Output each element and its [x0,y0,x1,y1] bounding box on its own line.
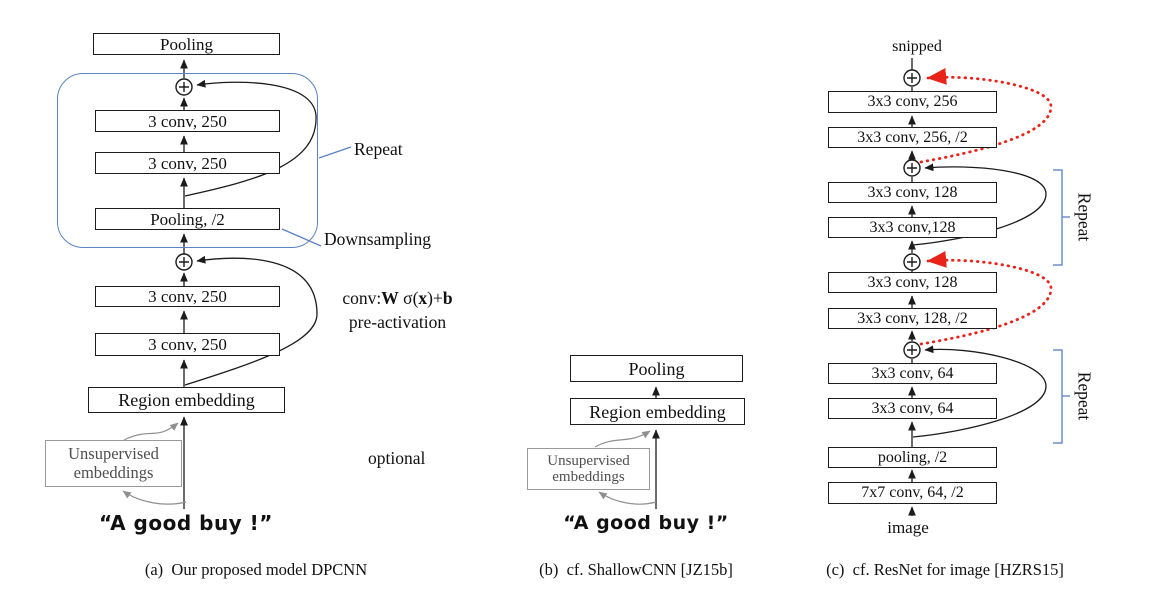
a-conv-box-3: 3 conv, 250 [95,286,280,307]
panel-c-plus-nodes [903,69,921,359]
a-repeat-label: Repeat [354,139,403,159]
c-conv-box-5: 3x3 conv, 128 [828,272,997,293]
a-pre-activation-label: pre-activation [348,311,447,332]
c-image-label: image [887,518,929,537]
c-conv-box-6: 3x3 conv, 128, /2 [828,308,997,329]
c-conv-box-7: 3x3 conv, 64 [828,363,997,384]
a-unsupervised-line2: embeddings [73,462,154,482]
a-unsupervised-line1: Unsupervised [68,444,159,464]
c-repeat-label-top: Repeat [1074,192,1095,242]
panel-c-identity-shortcuts [912,163,1047,438]
b-unsupervised-embeddings-box: Unsupervised embeddings [527,448,650,490]
c-repeat-label-bottom: Repeat [1074,371,1095,421]
panel-a-unsupervised-arrows [122,422,187,505]
c-conv-box-1: 3x3 conv, 256 [828,91,997,113]
c-pooling-box: pooling, /2 [828,447,997,468]
a-downsampling-label: Downsampling [324,229,431,249]
b-unsupervised-line2: embeddings [552,469,625,485]
b-optional-label: optional [368,448,426,468]
c-conv-box-2: 3x3 conv, 256, /2 [828,127,997,148]
a-conv-box-2: 3 conv, 250 [95,152,280,174]
c-caption: (c) cf. ResNet for image [HZRS15] [826,560,1064,579]
panel-c-repeat-brackets [1053,169,1070,444]
a-input-text: “A good buy !” [99,511,273,535]
b-pooling-box: Pooling [570,355,743,382]
repeat-block-outline [57,73,318,248]
b-unsupervised-line1: Unsupervised [547,452,630,469]
a-conv-formula: conv:W σ(x)+b pre-activation [305,287,490,334]
c-conv-box-8: 3x3 conv, 64 [828,398,997,419]
panel-a-shortcut-curves [184,79,318,386]
c-snipped-label: snipped [892,38,942,55]
b-caption: (b) cf. ShallowCNN [JZ15b] [539,560,733,579]
a-region-embedding-box: Region embedding [88,387,285,413]
c-conv-box-4: 3x3 conv,128 [828,217,997,238]
panel-b-unsupervised-arrows [594,430,657,505]
b-input-text: “A good buy !” [563,512,729,534]
b-region-embedding-box: Region embedding [570,398,745,425]
c-conv-box-3: 3x3 conv, 128 [828,182,997,203]
c-conv-box-10: 7x7 conv, 64, /2 [828,482,997,504]
a-unsupervised-embeddings-box: Unsupervised embeddings [45,440,182,487]
panel-c-downsample-shortcuts-red [919,68,1053,346]
a-conv-box-4: 3 conv, 250 [95,333,280,356]
a-conv-box-1: 3 conv, 250 [95,110,280,132]
a-conv-formula-line: conv:W σ(x)+b [342,288,453,308]
a-caption: (a) Our proposed model DPCNN [144,560,368,579]
a-pooling-top-box: Pooling [93,33,280,55]
panel-a-plus-nodes [175,78,193,271]
a-pooling-half-box: Pooling, /2 [95,208,280,230]
